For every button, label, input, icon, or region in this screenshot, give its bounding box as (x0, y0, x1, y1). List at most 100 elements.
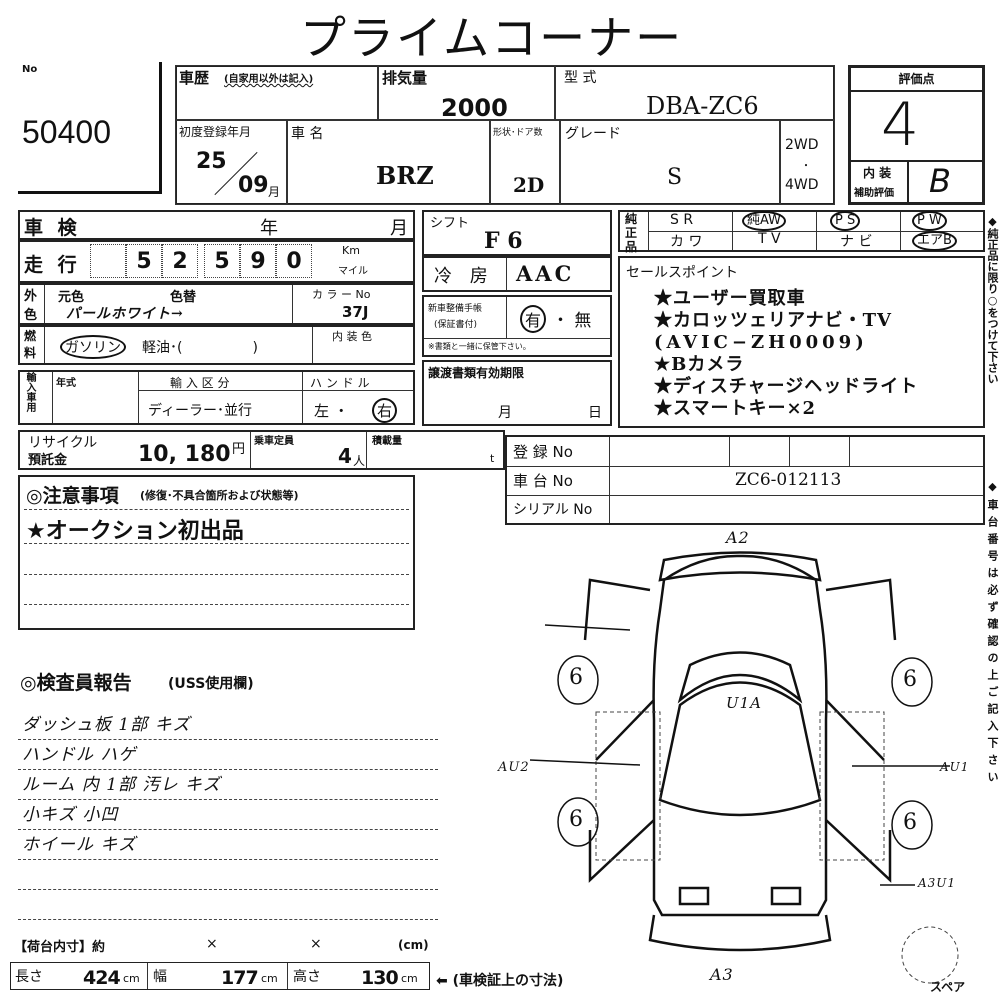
service-book-note: ※書類と一緒に保管下さい。 (428, 342, 531, 351)
inspector-report-label: ◎検査員報告 (20, 672, 132, 694)
height-unit: cm (401, 972, 418, 985)
length-value: 424 (83, 967, 121, 989)
mileage-digit (90, 244, 126, 278)
diagram-mark-left: AU2 (498, 760, 530, 775)
genuine-side-label: 純正品 (625, 212, 638, 254)
sales-point: ★Bカメラ (654, 354, 745, 375)
drive-cell: 2WD ・ 4WD (780, 120, 835, 205)
score-header: 評価点 (851, 68, 982, 92)
import-year-label: 年式 (56, 378, 76, 389)
color-row: 外 色 元色 色替 パールホワイト→ カ ラ ー No 37J (18, 283, 415, 325)
chassis-no-value: ZC6-012113 (735, 470, 842, 490)
mileage-digit: 0 (276, 244, 312, 278)
history-cell: 車歴 (自家用以外は記入) (175, 65, 378, 120)
front-bumper (658, 551, 822, 582)
mileage-digit: 9 (240, 244, 276, 278)
score-value: 4 (881, 90, 921, 160)
inspector-line: ハンドル ハゲ (18, 740, 438, 770)
sales-point: (AVIC−ZH0009) (654, 332, 868, 353)
diagram-mark-rear: A3 (710, 965, 734, 984)
capacity-unit: 人 (353, 454, 366, 468)
ac-value: AAC (516, 261, 575, 286)
grade-value: S (667, 165, 683, 190)
cargo-label: 【荷台内寸】約 (14, 940, 106, 955)
handle-right-circled: 右 (372, 398, 398, 423)
transfer-cell: 譲渡書類有効期限 月 日 (422, 360, 612, 426)
chassis-no-label: 車 台 No (513, 472, 573, 490)
handle-label: ハ ン ド ル (310, 376, 370, 390)
spare-tire-outline (901, 926, 959, 984)
interior-color-label: 内 装 色 (332, 330, 372, 343)
shift-cell: シフト F 6 (422, 210, 612, 256)
fuel-other: 軽油･( ) (142, 340, 258, 356)
displacement-label: 排気量 (382, 69, 428, 87)
mileage-row: 走 行 5 2 5 9 0 Km マイル (18, 240, 415, 283)
color-side-label: 色 (24, 308, 38, 323)
right-fenders (825, 578, 897, 883)
serial-no-label: シリアル No (513, 502, 593, 518)
grade-cell: グレード S (560, 120, 780, 205)
cargo-unit: (cm) (398, 938, 429, 952)
tire-tread-rear-right: 6 (903, 810, 918, 835)
side-note-genuine: ◆純正品に限り○をつけて下さい (986, 215, 999, 384)
body-label: 形状･ドア数 (493, 128, 543, 138)
ac-label: 冷 房 (434, 266, 494, 287)
tire-front-right (891, 657, 933, 707)
capacity-label: 乗車定員 (254, 436, 294, 447)
grade-label: グレード (565, 126, 621, 142)
reg-no-label: 登 録 No (513, 443, 573, 461)
tire-tread-front-right: 6 (903, 667, 918, 692)
diagram-mark-roof: U1A (726, 694, 763, 712)
interior-label-sub: 補助評価 (854, 188, 894, 199)
inspector-report-sub: (USS使用欄) (168, 676, 254, 692)
transfer-day-unit: 日 (588, 405, 602, 421)
mileage-digit: 5 (126, 244, 162, 278)
import-side-label: 輸入車用 (24, 372, 35, 412)
model-code-label: 型 式 (564, 70, 597, 86)
mile-unit: マイル (338, 266, 368, 277)
yen-unit: 円 (232, 442, 246, 457)
color-no-label: カ ラ ー No (312, 288, 371, 301)
shift-value: F 6 (484, 228, 523, 254)
left-fenders (583, 578, 655, 883)
tire-rear-right (891, 800, 933, 850)
first-reg-cell: 初度登録年月 25 09 月 (175, 120, 287, 205)
fuel-row: 燃 料 ガソリン 軽油･( ) 内 装 色 (18, 325, 415, 365)
tire-rear-left (557, 797, 599, 847)
transfer-month-unit: 月 (498, 405, 512, 421)
genuine-item-pw-circled: P W (912, 211, 947, 231)
model-code-value: DBA-ZC6 (646, 92, 759, 120)
spare-label: スペア (930, 980, 966, 994)
rear-lamp-left (678, 886, 710, 906)
ac-cell: 冷 房 AAC (422, 256, 612, 292)
service-book-label: 新車整備手帳 (428, 304, 483, 314)
windshield (677, 651, 803, 704)
car-name-value: BRZ (376, 161, 434, 190)
roof (658, 681, 822, 817)
first-reg-year: 25 (196, 149, 227, 174)
left-door-outline (595, 711, 661, 861)
fuel-side-label: 料 (24, 346, 37, 360)
year-unit: 年 (260, 218, 278, 239)
handle-left: 左 ・ (314, 402, 349, 420)
shift-label: シフト (430, 216, 470, 231)
service-book-no: ・ 無 (552, 311, 592, 331)
notes-sub: (修復･不具合箇所および状態等) (140, 489, 299, 502)
sales-point: ★ディスチャージヘッドライト (654, 376, 919, 397)
displacement-cell: 排気量 2000 (378, 65, 555, 122)
sales-points-box: セールスポイント ★ユーザー買取車 ★カロッツェリアナビ・TV (AVIC−ZH… (618, 256, 985, 428)
mileage-digits: 5 2 5 9 0 (90, 244, 312, 278)
fuel-gasoline-circled: ガソリン (60, 335, 126, 359)
inspector-line: 小キズ 小凹 (18, 800, 438, 830)
capacity-value: 4 (338, 444, 352, 468)
recycle-row: リサイクル 預託金 10, 180 円 乗車定員 4 人 積載量 t (18, 430, 505, 470)
inspector-line: ルーム 内 1部 汚レ キズ (18, 770, 438, 800)
notes-box: ◎注意事項 (修復･不具合箇所および状態等) ★オークション初出品 (18, 475, 415, 630)
month-unit: 月 (268, 185, 281, 199)
inspector-line: ダッシュ板 1部 キズ (18, 710, 438, 740)
car-body-outline (652, 554, 828, 917)
recycle-label: リサイクル (28, 435, 98, 451)
import-type-label: 輸 入 区 分 (170, 376, 230, 390)
color-side-label: 外 (24, 289, 38, 304)
